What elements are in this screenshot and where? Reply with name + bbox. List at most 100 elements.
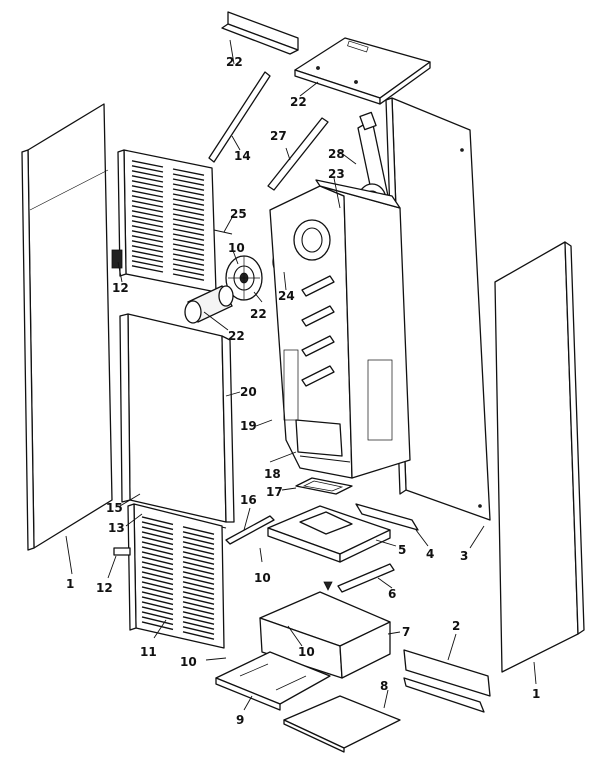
callout-22-upper: 23 — [328, 167, 345, 181]
lower-grille-slots — [141, 516, 215, 640]
grille-louver — [182, 536, 215, 545]
callout-16: 17 — [266, 485, 283, 499]
callout-10-pan: 10 — [298, 645, 315, 659]
grille-louver — [141, 586, 174, 596]
grille-louver — [182, 631, 215, 640]
grille-louver — [141, 516, 174, 526]
grille-louver — [182, 561, 215, 570]
grille-louver — [182, 571, 215, 580]
grille-louver — [141, 546, 174, 556]
grille-louver — [141, 571, 174, 581]
callout-3: 3 — [460, 549, 468, 563]
grille-louver — [131, 235, 164, 243]
callout-labels: 22 22 14 27 28 23 25 10 12 24 22 22 20 1… — [66, 55, 540, 727]
part-19-access-panel — [119, 313, 235, 523]
callout-22-lower: 24 — [278, 289, 295, 303]
base-fastener — [323, 581, 333, 591]
grille-louver — [172, 248, 205, 256]
part-1-left-side-panel — [21, 103, 113, 551]
part-9-bottom-plate — [215, 651, 331, 711]
grille-louver — [141, 581, 174, 591]
part-8-floor-plate — [283, 695, 401, 753]
grille-louver — [172, 253, 205, 261]
callout-12-lower: 12 — [96, 581, 113, 595]
exchanger-baffle-slots — [301, 275, 335, 387]
part-24-rail — [208, 71, 271, 163]
callout-2: 2 — [452, 619, 460, 633]
grille-louver — [131, 205, 164, 213]
grille-louver — [182, 596, 215, 605]
grille-louver — [172, 173, 205, 181]
callout-8: 8 — [380, 679, 388, 693]
grille-louver — [141, 531, 174, 541]
part-25-rail — [267, 117, 329, 191]
grille-louver — [182, 551, 215, 560]
grille-louver — [182, 626, 215, 635]
grille-louver — [182, 611, 215, 620]
callout-23: 25 — [230, 207, 247, 221]
part-12-lower-clip — [113, 547, 131, 556]
grille-louver — [131, 245, 164, 253]
part-6-rail — [337, 563, 395, 593]
grille-louver — [141, 591, 174, 601]
callout-13: 13 — [108, 521, 125, 535]
grille-louver — [182, 546, 215, 555]
callout-28: 22 — [226, 55, 243, 69]
callout-11: 11 — [140, 645, 157, 659]
grille-louver — [172, 263, 205, 271]
part-27-top-panel — [294, 37, 431, 105]
grille-louver — [141, 541, 174, 551]
callout-20: 22 — [228, 329, 245, 343]
grille-louver — [172, 218, 205, 226]
grille-louver — [182, 601, 215, 610]
grille-louver — [141, 596, 174, 606]
grille-louver — [182, 606, 215, 615]
grille-louver — [182, 541, 215, 550]
leader-lines — [65, 39, 537, 711]
grille-louver — [131, 160, 164, 168]
part-18-heat-exchanger-panel — [269, 179, 411, 479]
grille-louver — [131, 200, 164, 208]
grille-louver — [172, 188, 205, 196]
exchanger-slot — [301, 335, 335, 357]
grille-louver — [131, 185, 164, 193]
grille-louver — [141, 621, 174, 631]
grille-louver — [131, 255, 164, 263]
grille-louver — [141, 566, 174, 576]
part-28-top-bracket — [221, 11, 299, 55]
grille-louver — [172, 233, 205, 241]
callout-26: 28 — [328, 147, 345, 161]
callout-14: 15 — [106, 501, 123, 515]
callout-7: 7 — [402, 625, 410, 639]
grille-louver — [131, 225, 164, 233]
grille-louver — [131, 190, 164, 198]
grille-louver — [172, 238, 205, 246]
callout-4: 4 — [426, 547, 434, 561]
grille-louver — [172, 223, 205, 231]
callout-10-middle: 10 — [254, 571, 271, 585]
grille-louver — [172, 213, 205, 221]
part-20-motor — [184, 285, 234, 324]
grille-louver — [131, 250, 164, 258]
callout-17: 18 — [264, 467, 281, 481]
grille-louver — [131, 220, 164, 228]
part-5-base-plate — [267, 505, 391, 563]
part-23-screw — [213, 229, 233, 235]
grille-louver — [141, 561, 174, 571]
grille-louver — [141, 551, 174, 561]
grille-louver — [131, 260, 164, 268]
grille-louver — [182, 576, 215, 585]
grille-louver — [172, 193, 205, 201]
grille-louver — [172, 208, 205, 216]
grille-louver — [131, 210, 164, 218]
grille-louver — [131, 215, 164, 223]
callout-15: 16 — [240, 493, 257, 507]
grille-louver — [172, 258, 205, 266]
grille-louver — [131, 165, 164, 173]
grille-louver — [131, 265, 164, 273]
callout-27: 22 — [290, 95, 307, 109]
grille-louver — [141, 601, 174, 611]
grille-louver — [141, 526, 174, 536]
callout-5: 5 — [398, 543, 406, 557]
callout-10-upper: 10 — [228, 241, 245, 255]
